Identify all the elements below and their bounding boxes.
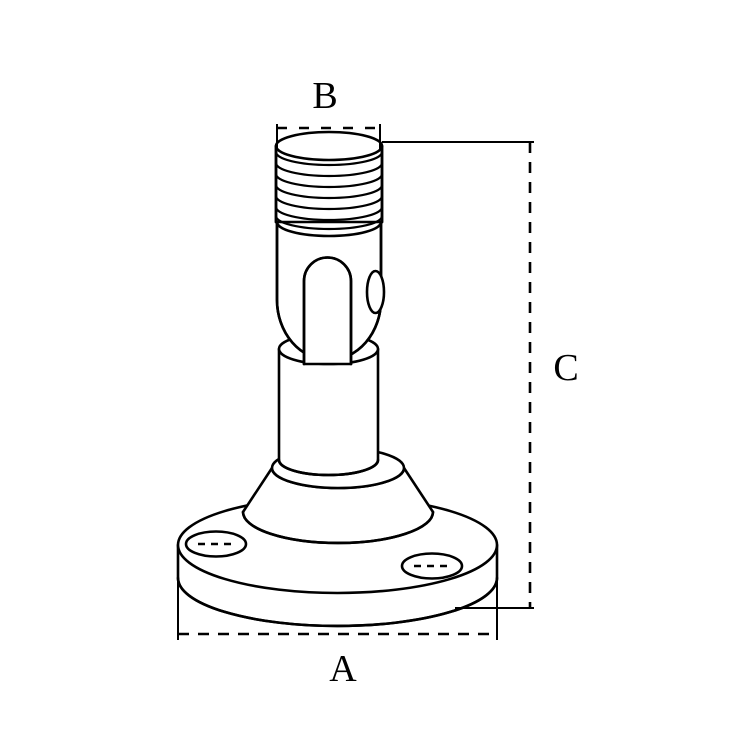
- thread-turn-3: [274, 172, 384, 189]
- threaded-stud: [274, 130, 384, 231]
- thread-turn-6: [274, 205, 384, 222]
- yoke-slot-outline: [302, 256, 353, 366]
- pivot-pin-ellipse: [365, 269, 386, 315]
- thread-turn-7: [274, 214, 384, 231]
- dimension-b-label: B: [312, 75, 337, 117]
- thread-turns: [274, 150, 384, 231]
- dimension-a: A: [177, 545, 498, 690]
- conical-skirt-base-arc: [241, 510, 435, 545]
- threaded-stud-top-face: [274, 130, 384, 162]
- flange-bottom-rim: [176, 576, 499, 628]
- dimension-c: C: [382, 141, 579, 609]
- dimension-c-label: C: [553, 347, 578, 389]
- lower-tube-body: [277, 347, 380, 477]
- dimension-a-label: A: [329, 648, 357, 690]
- mounting-hole-left: [184, 530, 248, 558]
- thread-turn-2: [274, 161, 384, 178]
- lower-tube-bottom-arc: [277, 458, 380, 477]
- pivot-pin: [365, 269, 386, 315]
- yoke-slot-opening: [302, 256, 353, 366]
- mounting-hole-right: [400, 552, 464, 580]
- thread-turn-1: [274, 150, 384, 167]
- dimension-b: B: [276, 75, 381, 150]
- thread-turn-4: [274, 183, 384, 200]
- thread-turn-5: [274, 194, 384, 211]
- yoke-slot: [302, 256, 353, 366]
- part-geometry: [176, 130, 499, 628]
